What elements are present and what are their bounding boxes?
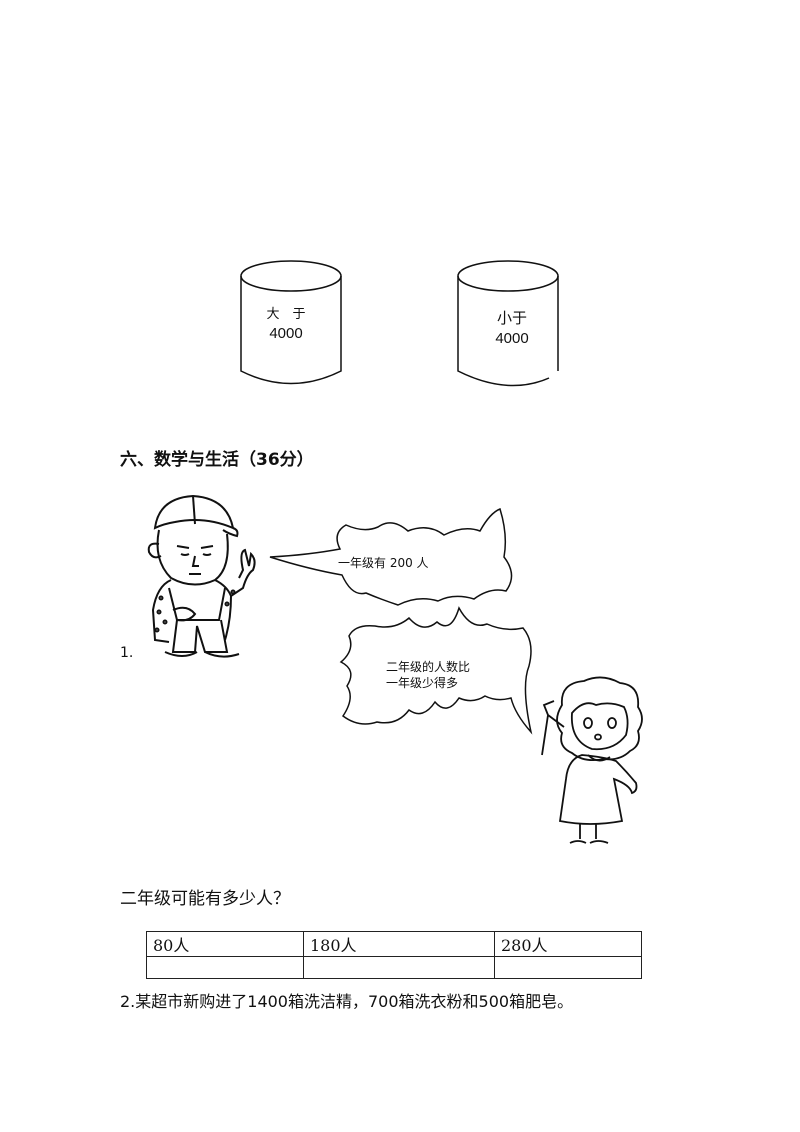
problem-1-number: 1. (120, 645, 134, 661)
option-280: 280人 (494, 931, 642, 957)
answer-cell-80[interactable] (146, 956, 304, 979)
jar-2-label-bottom: 4000 (495, 330, 529, 347)
answer-cell-180[interactable] (303, 956, 495, 979)
problem-1-question: 二年级可能有多少人？ (120, 889, 290, 909)
girl-illustration (541, 676, 643, 844)
jar-2-label: 小于 4000 (486, 309, 538, 349)
jar-1-label-top: 大 于 (266, 306, 306, 321)
section-title: 六、数学与生活（36分） (120, 450, 314, 470)
table-row: 80人 180人 280人 (146, 931, 642, 957)
boy-speech-text: 一年级有 200 人 (338, 556, 429, 570)
jar-1-label: 大 于 4000 (260, 304, 312, 344)
option-80: 80人 (146, 931, 304, 957)
boy-speech-bubble (269, 508, 513, 606)
table-row (146, 956, 642, 979)
girl-speech-line-2: 一年级少得多 (386, 676, 459, 690)
option-180: 180人 (303, 931, 495, 957)
answer-cell-280[interactable] (494, 956, 642, 979)
problem-2-text: 2.某超市新购进了1400箱洗洁精，700箱洗衣粉和500箱肥皂。 (120, 992, 574, 1011)
boy-illustration (147, 494, 256, 658)
girl-speech-bubble (339, 606, 533, 735)
answer-table: 80人 180人 280人 (146, 931, 642, 979)
girl-speech-line-1: 二年级的人数比 (386, 660, 471, 674)
jar-2-label-top: 小于 (496, 310, 527, 327)
girl-speech-text: 二年级的人数比 一年级少得多 (386, 659, 470, 691)
jar-1-label-bottom: 4000 (269, 325, 303, 342)
